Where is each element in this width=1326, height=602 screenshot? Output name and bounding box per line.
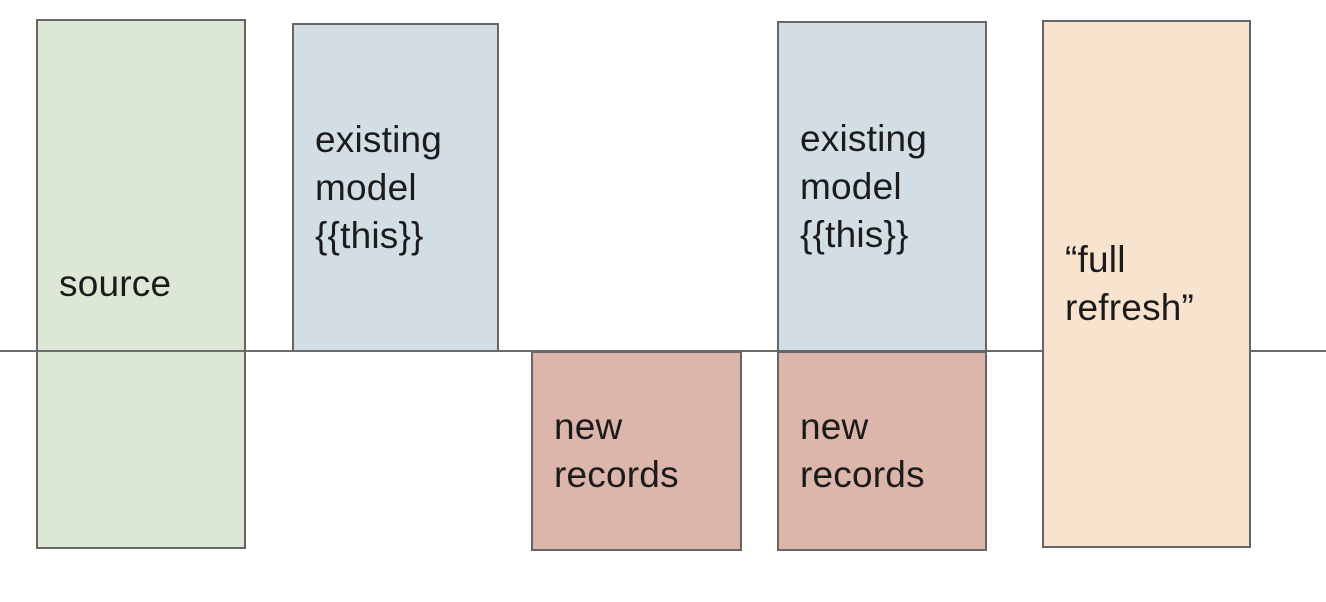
source-box-label: source (59, 263, 172, 304)
existing-model-box-right: existing model {{this}} (777, 21, 987, 352)
existing-model-box-right-label: existing model {{this}} (800, 117, 928, 255)
source-box: source (36, 19, 246, 549)
new-records-box-right: new records (777, 351, 987, 551)
new-records-box-left-label: new records (554, 406, 679, 495)
existing-model-box-left-label: existing model {{this}} (315, 118, 443, 256)
existing-model-box-left: existing model {{this}} (292, 23, 499, 352)
full-refresh-box-label: “full refresh” (1065, 239, 1195, 328)
full-refresh-box: “full refresh” (1042, 20, 1251, 548)
new-records-box-right-label: new records (800, 406, 925, 495)
new-records-box-left: new records (531, 351, 742, 551)
